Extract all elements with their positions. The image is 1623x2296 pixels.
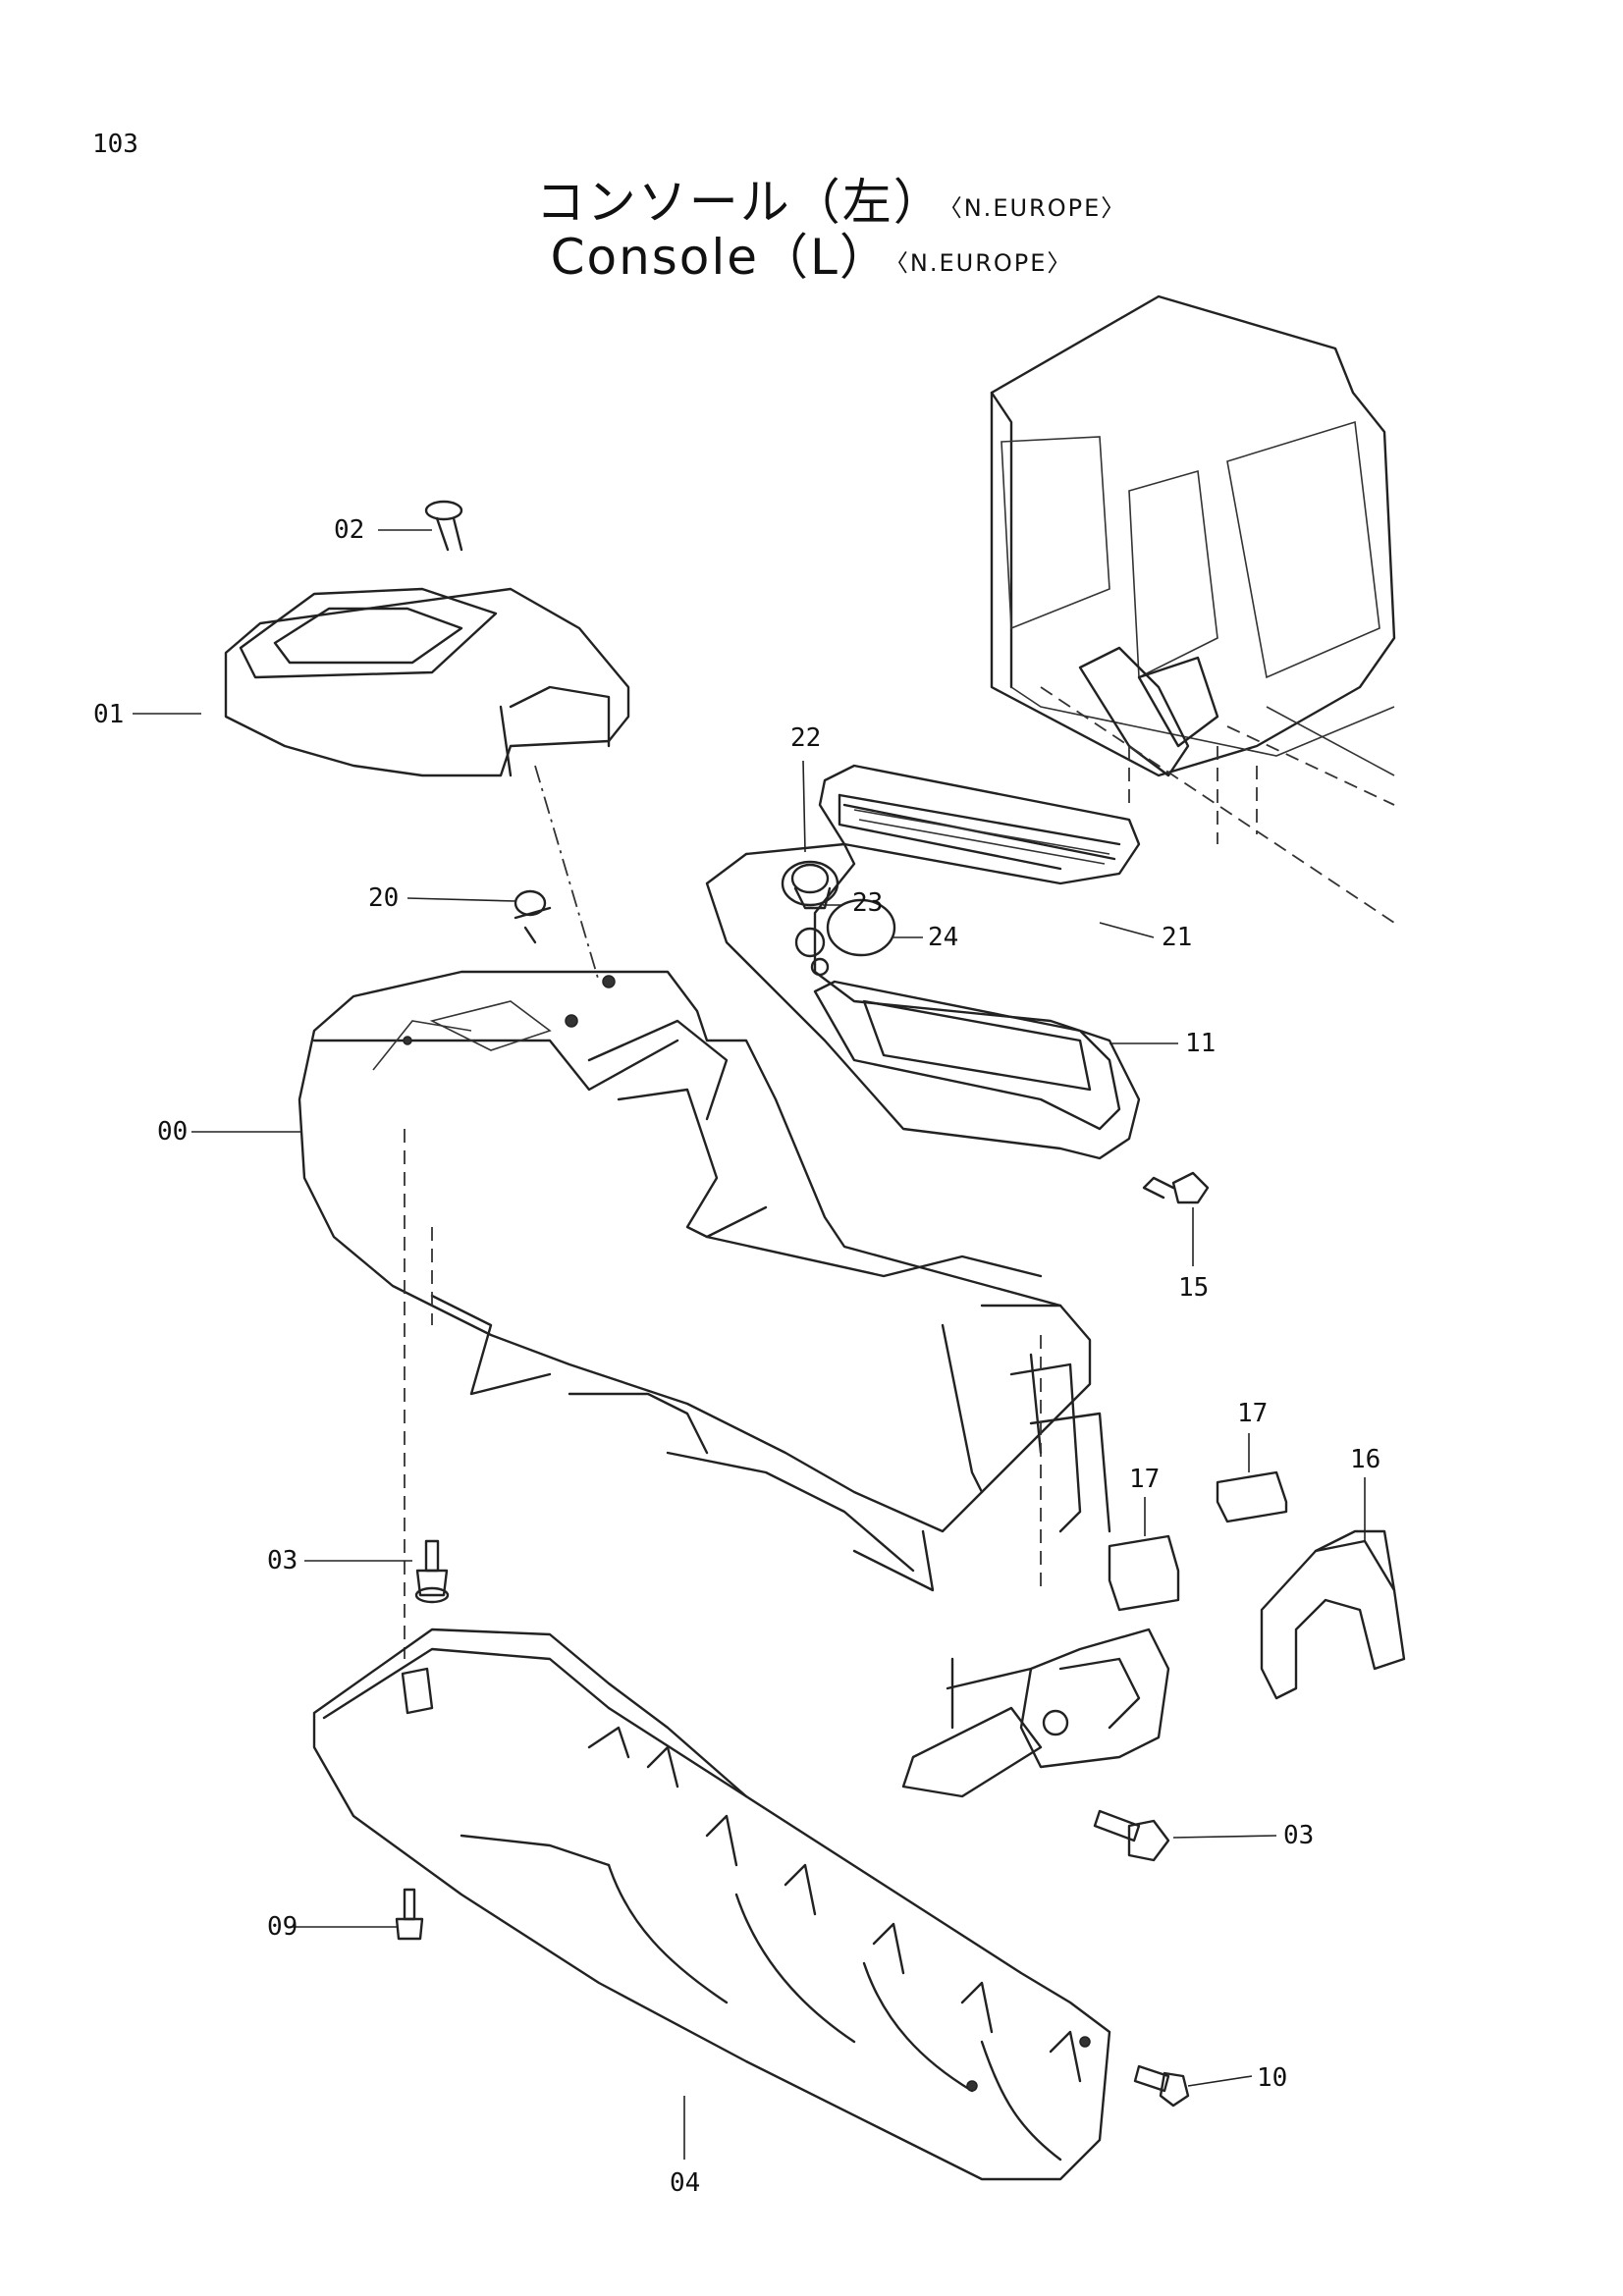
label-part-03-lower: 03 [1283,1821,1314,1850]
part-02-bolt [424,500,463,552]
label-part-23: 23 [852,888,883,918]
region-label-en: 〈N.EUROPE〉 [895,249,1073,277]
label-part-03-upper: 03 [267,1546,298,1575]
part-24-cap [826,898,896,957]
part-03-bolt-upper [414,1539,450,1604]
title-japanese: コンソール（左）〈N.EUROPE〉 [0,163,1623,234]
label-part-22: 22 [790,723,821,753]
part-09-bolt [395,1888,424,1941]
part-20-clip [514,889,552,944]
part-04-lower-tray [312,1628,1111,2181]
label-part-04: 04 [670,2168,700,2198]
part-10-bolt [1133,2064,1190,2108]
title-en-text: Console（L） [550,229,891,286]
region-label-jp: 〈N.EUROPE〉 [949,194,1127,222]
part-03-bolt-lower [1093,1809,1170,1862]
label-part-00: 00 [157,1117,188,1147]
label-part-16: 16 [1350,1445,1380,1474]
label-part-17-upper: 17 [1237,1399,1268,1428]
part-01-top-cover [224,587,630,777]
part-17-pad-lower [1108,1534,1180,1612]
part-16-u-bracket [1260,1529,1406,1700]
label-part-24: 24 [928,923,958,952]
label-part-21: 21 [1162,923,1192,952]
cab-outline [990,294,1396,924]
label-part-10: 10 [1257,2063,1287,2093]
part-22-rotary-switch [781,860,839,910]
label-part-20: 20 [368,883,399,913]
page-number: 103 [92,130,138,159]
label-part-02: 02 [334,515,364,545]
label-part-11: 11 [1185,1029,1216,1058]
title-jp-text: コンソール（左） [535,174,945,231]
title-english: Console（L）〈N.EUROPE〉 [0,218,1623,289]
alignment-line-01 [534,765,600,983]
part-00-console-body [298,970,1111,1592]
part-21-monitor [818,764,1141,885]
label-part-01: 01 [93,700,124,729]
label-part-15: 15 [1178,1273,1209,1303]
part-17-pad-upper [1216,1470,1288,1523]
label-part-17-lower: 17 [1129,1465,1160,1494]
label-part-09: 09 [267,1912,298,1942]
part-15-bolt [1142,1171,1210,1204]
pivot-bracket-assembly [901,1628,1170,1798]
leader-lines [133,529,1366,2160]
part-11-armrest-frame [705,842,1141,1160]
